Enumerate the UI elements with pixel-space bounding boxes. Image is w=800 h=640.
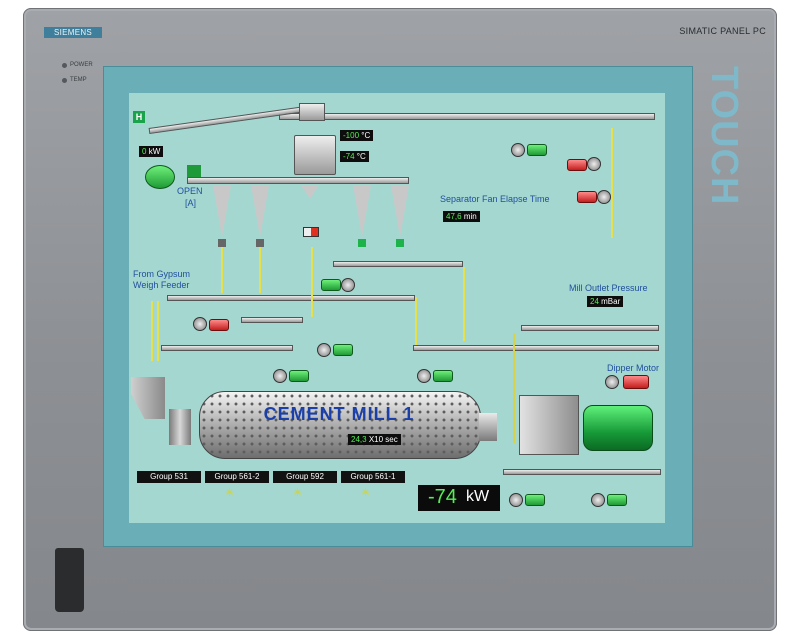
- sun-icon: ✳: [361, 487, 371, 499]
- gearbox: [519, 395, 579, 455]
- sun-icon: ✳: [225, 487, 235, 499]
- motor-6-icon[interactable]: [333, 344, 353, 356]
- power-display: -74 kW: [418, 485, 500, 511]
- sun-icon: ✳: [293, 487, 303, 499]
- motor-4-icon[interactable]: [321, 279, 341, 291]
- conveyor-8: [503, 469, 661, 475]
- conveyor-6: [413, 345, 659, 351]
- flow-line-7: [151, 301, 153, 361]
- temp-led: [62, 78, 67, 83]
- temp-led-label: TEMP: [70, 77, 87, 83]
- mill-inlet-flange: [169, 409, 191, 445]
- touch-label: TOUCH: [703, 66, 745, 206]
- power-led-label: POWER: [70, 62, 93, 68]
- fan-1-icon[interactable]: [511, 143, 525, 157]
- motor-10-icon[interactable]: [525, 494, 545, 506]
- conveyor-4: [241, 317, 303, 323]
- conveyor-3: [167, 295, 415, 301]
- gate-1-icon[interactable]: [218, 239, 226, 247]
- mill-outlet-display: 24 mBar: [587, 296, 624, 307]
- flow-line-6: [415, 297, 417, 347]
- mill-title: CEMENT MILL 1: [263, 404, 415, 424]
- power-unit: kW: [466, 488, 490, 505]
- motor-5-icon[interactable]: [209, 319, 229, 331]
- cyclone-bin: [294, 135, 336, 175]
- fan-7-icon[interactable]: [273, 369, 287, 383]
- fan-5-icon[interactable]: [193, 317, 207, 331]
- fan-6-icon[interactable]: [317, 343, 331, 357]
- mill-outlet-flange: [479, 413, 497, 441]
- motor-3-icon[interactable]: [577, 191, 597, 203]
- gypsum-label-2: Weigh Feeder: [133, 280, 190, 290]
- hopper-4: [353, 185, 371, 237]
- group-561-1-button[interactable]: Group 561-1: [341, 471, 405, 483]
- separator-display: 47,6 min: [443, 211, 480, 222]
- main-motor-icon[interactable]: [583, 405, 653, 451]
- flow-line-5: [463, 267, 465, 341]
- hopper-3: [301, 185, 319, 199]
- flow-line-2: [311, 247, 313, 317]
- flow-line-4: [221, 247, 223, 293]
- flow-line-3: [259, 247, 261, 293]
- motor-7-icon[interactable]: [289, 370, 309, 382]
- temp1-display: -100 °C: [340, 130, 374, 141]
- fan-2-icon[interactable]: [587, 157, 601, 171]
- dipper-label: Dipper Motor: [607, 363, 660, 373]
- group-531-button[interactable]: Group 531: [137, 471, 201, 483]
- gate-5-icon[interactable]: [396, 239, 404, 247]
- gate-4-icon[interactable]: [358, 239, 366, 247]
- model-label: SIMATIC PANEL PC: [679, 26, 766, 36]
- fan-9-icon[interactable]: [605, 375, 619, 389]
- temp2-display: -74 °C: [340, 151, 369, 162]
- top-conveyor: [279, 113, 655, 120]
- feeder-box: [299, 103, 325, 121]
- fan-motor-icon[interactable]: [145, 165, 175, 189]
- fan-3-icon[interactable]: [597, 190, 611, 204]
- riser-pipe: [513, 333, 515, 443]
- power-led: [62, 63, 67, 68]
- motor-1-icon[interactable]: [527, 144, 547, 156]
- group-561-2-button[interactable]: Group 561-2: [205, 471, 269, 483]
- fan-4-icon[interactable]: [341, 278, 355, 292]
- fan-power-display: 0 kW: [139, 146, 164, 157]
- flow-line-8: [157, 301, 159, 361]
- separator-label: Separator Fan Elapse Time: [440, 194, 550, 204]
- gate-3-icon[interactable]: [303, 227, 319, 237]
- panel-handle[interactable]: [55, 548, 84, 612]
- h-badge[interactable]: H: [133, 111, 145, 123]
- power-value: -74: [428, 486, 457, 508]
- motor-8-icon[interactable]: [433, 370, 453, 382]
- mill-time-display: 24,3 X10 sec: [348, 434, 401, 445]
- conveyor-5: [161, 345, 293, 351]
- hopper-1: [213, 185, 231, 237]
- fan-status-icon: [187, 165, 201, 177]
- conveyor-7: [521, 325, 659, 331]
- hopper-2: [251, 185, 269, 237]
- hmi-screen[interactable]: H 0 kW -100 °C -74 °C OPEN [A] Separator…: [129, 93, 665, 523]
- status-open: OPEN: [177, 186, 203, 196]
- hopper-manifold: [187, 177, 409, 184]
- brand-logo: SIEMENS: [44, 27, 102, 38]
- flow-line-1: [611, 128, 613, 238]
- mill-outlet-label: Mill Outlet Pressure: [569, 283, 648, 293]
- fan-10-icon[interactable]: [509, 493, 523, 507]
- status-a: [A]: [185, 198, 197, 208]
- cement-mill[interactable]: [199, 391, 481, 459]
- feed-chute: [131, 377, 165, 419]
- gate-2-icon[interactable]: [256, 239, 264, 247]
- conveyor-2: [333, 261, 463, 267]
- dipper-motor-icon[interactable]: [623, 375, 649, 389]
- gypsum-label-1: From Gypsum: [133, 269, 191, 279]
- motor-2-icon[interactable]: [567, 159, 587, 171]
- fan-8-icon[interactable]: [417, 369, 431, 383]
- fan-11-icon[interactable]: [591, 493, 605, 507]
- motor-11-icon[interactable]: [607, 494, 627, 506]
- hopper-5: [391, 185, 409, 237]
- group-592-button[interactable]: Group 592: [273, 471, 337, 483]
